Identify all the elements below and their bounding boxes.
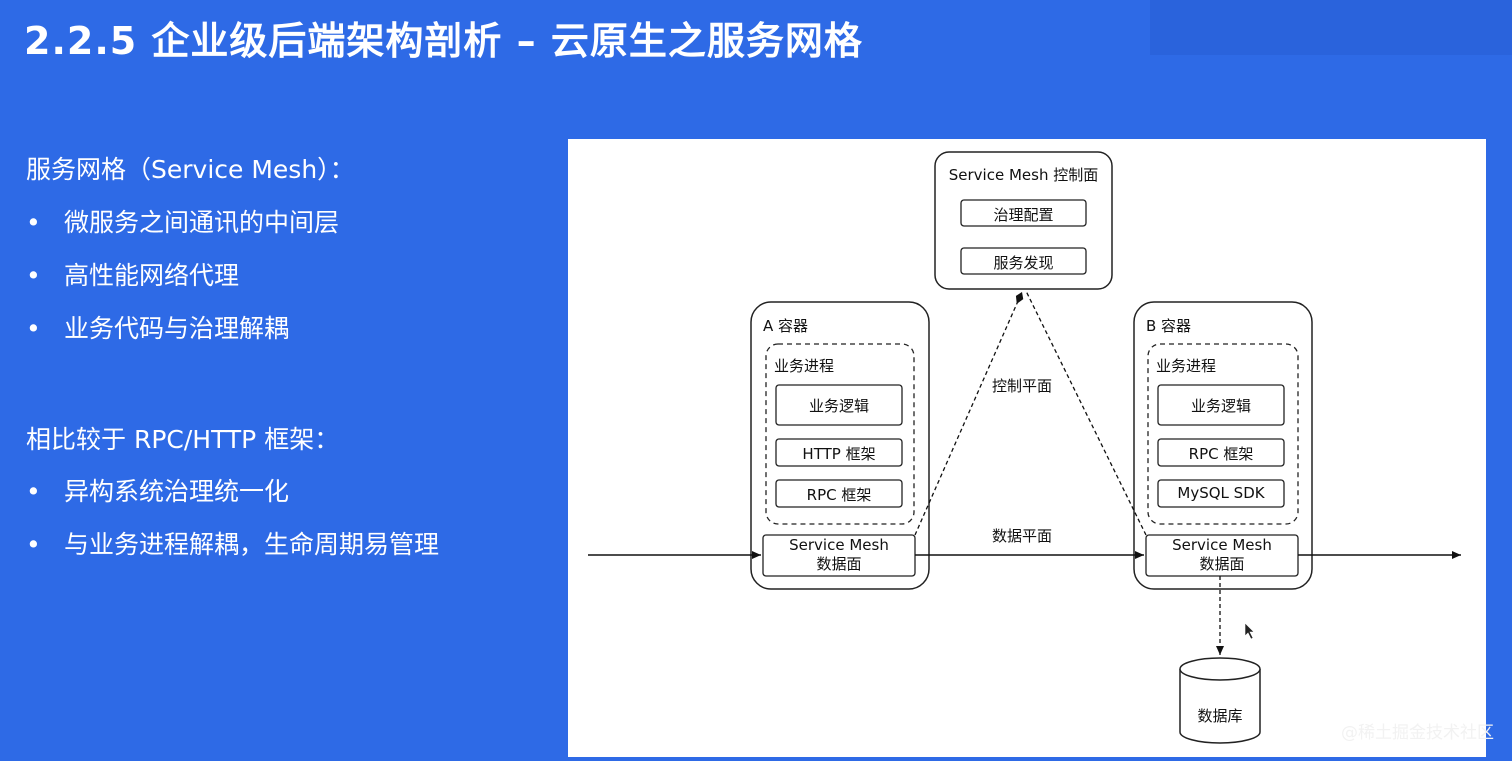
container-a-process-box	[765, 343, 915, 525]
slide-title: 2.2.5 企业级后端架构剖析 – 云原生之服务网格	[24, 19, 863, 63]
bullet-item: •与业务进程解耦，生命周期易管理	[26, 530, 440, 559]
service-mesh-heading: 服务网格（Service Mesh）：	[26, 155, 355, 184]
container-a-item-box	[775, 384, 903, 426]
diagram-shapes	[588, 151, 1461, 744]
container-a-item-label: HTTP 框架	[802, 445, 876, 463]
control-plane-title: Service Mesh 控制面	[948, 166, 1099, 184]
container-a-item-box	[775, 479, 903, 508]
container-b-mesh-label: Service Mesh 数据面	[1172, 536, 1272, 573]
container-b-title: B 容器	[1146, 317, 1192, 335]
container-b-item-box	[1157, 479, 1285, 508]
container-a-title: A 容器	[763, 317, 809, 335]
mouse-cursor-icon	[1244, 622, 1255, 640]
control-plane-link-b	[1025, 290, 1147, 536]
control-plane-label: 控制平面	[992, 377, 1053, 395]
database-icon	[1179, 657, 1261, 744]
service-discovery-label: 服务发现	[993, 254, 1054, 272]
container-a-item-label: RPC 框架	[806, 486, 872, 504]
container-a-item-box	[775, 438, 903, 467]
watermark: @稀土掘金技术社区	[1341, 723, 1494, 743]
bullet-item: •微服务之间通讯的中间层	[26, 208, 340, 237]
bullet-item: •业务代码与治理解耦	[26, 314, 290, 343]
bullet-item: •高性能网络代理	[26, 261, 240, 290]
container-a-process-label: 业务进程	[774, 357, 835, 375]
bullet-dot-icon: •	[26, 477, 41, 506]
container-b-item-label: MySQL SDK	[1177, 484, 1265, 502]
container-a-item-label: 业务逻辑	[808, 397, 869, 415]
bullet-dot-icon: •	[26, 530, 41, 559]
container-b-item-label: RPC 框架	[1188, 445, 1254, 463]
comparison-heading: 相比较于 RPC/HTTP 框架：	[26, 425, 340, 454]
container-b-item-label: 业务逻辑	[1190, 397, 1251, 415]
container-b-process-label: 业务进程	[1156, 357, 1217, 375]
data-plane-label: 数据平面	[992, 527, 1053, 545]
container-a-mesh-label: Service Mesh 数据面	[789, 536, 889, 573]
architecture-diagram: Service Mesh 控制面 治理配置 服务发现 A 容器 业务进程 业务逻…	[568, 139, 1486, 757]
container-b-process-box	[1147, 343, 1299, 525]
governance-config-box	[960, 199, 1087, 227]
database-label: 数据库	[1197, 707, 1243, 725]
container-b-item-box	[1157, 438, 1285, 467]
bullet-item: •异构系统治理统一化	[26, 477, 290, 506]
container-b-item-box	[1157, 384, 1285, 426]
bullet-dot-icon: •	[26, 208, 41, 237]
bullet-dot-icon: •	[26, 314, 41, 343]
top-right-panel	[1150, 0, 1512, 55]
bullet-dot-icon: •	[26, 261, 41, 290]
governance-config-label: 治理配置	[993, 206, 1054, 224]
control-plane-link-a	[914, 291, 1024, 536]
service-discovery-box	[960, 247, 1087, 275]
